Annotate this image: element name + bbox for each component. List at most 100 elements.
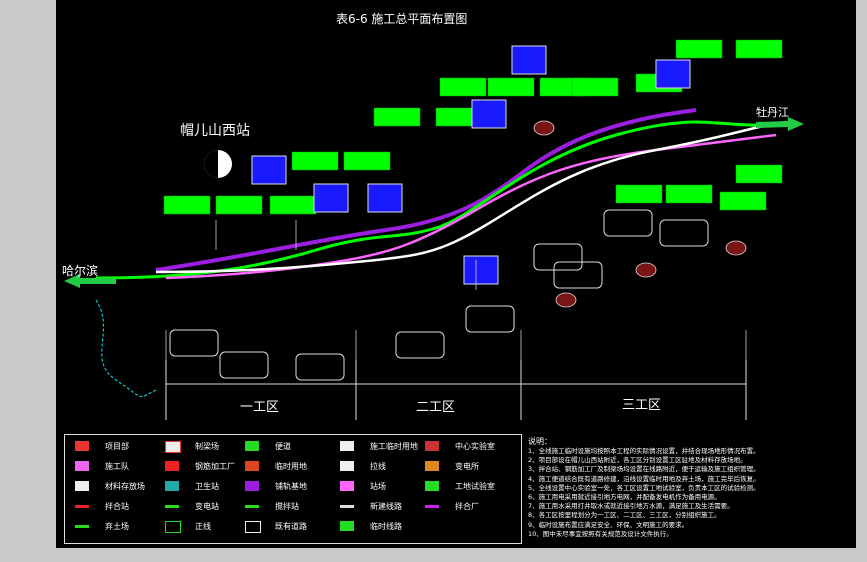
legend-swatch: [165, 461, 179, 471]
legend-swatch: [165, 441, 181, 453]
legend-swatch: [75, 505, 89, 508]
label-box: [163, 195, 211, 215]
legend-item: 中心实验室: [455, 442, 495, 451]
legend-swatch: [165, 521, 181, 533]
depot-box: [471, 99, 507, 129]
drawing-canvas: 表6-6 施工总平面布置图 帽儿山西站 哈尔滨 牡丹江 一工区 二工区 三工区 …: [56, 0, 856, 548]
legend-item: 弃土场: [105, 522, 129, 531]
label-box: [735, 39, 783, 59]
note-line: 7、施工用水采用打井取水或就近接引地方水源，满足施工及生活需要。: [528, 502, 734, 511]
legend-swatch: [340, 481, 354, 491]
legend-item: 拌合站: [105, 502, 129, 511]
legend-item: 临时用地: [275, 462, 307, 471]
legend-item: 工地试验室: [455, 482, 495, 491]
depot-box: [655, 59, 691, 89]
legend-item: 拌合厂: [455, 502, 479, 511]
legend-swatch: [75, 461, 89, 471]
callout-box: [533, 243, 583, 271]
label-box: [343, 151, 391, 171]
callout-box: [659, 219, 709, 247]
depot-box: [313, 183, 349, 213]
note-line: 5、全线设置中心实验室一处，各工区设置工地试验室，负责本工区的试验检测。: [528, 483, 760, 492]
label-box: [291, 151, 339, 171]
legend-swatch: [340, 521, 354, 531]
note-line: 1、全线施工临时设施均按照本工程的实际情况设置，并结合现场地形情况布置。: [528, 447, 760, 455]
legend-swatch: [75, 481, 89, 491]
legend-item: 搅拌站: [275, 502, 299, 511]
legend-swatch: [425, 461, 439, 471]
zone-label-3: 三工区: [622, 398, 662, 413]
label-box: [269, 195, 317, 215]
label-box: [215, 195, 263, 215]
legend-item: 钢筋加工厂: [195, 462, 235, 471]
callout-box: [465, 305, 515, 333]
note-line: 2、项目部设在帽儿山西站附近，各工区分别设置工区驻地及材料存放场地。: [528, 456, 747, 465]
zone-label-1: 一工区: [240, 400, 280, 415]
label-box: [665, 184, 713, 204]
callout-box: [553, 261, 603, 289]
legend-swatch: [245, 461, 259, 471]
label-box: [675, 39, 723, 59]
note-line: 8、各工区按里程划分为一工区、二工区、三工区，分别组织施工。: [528, 511, 721, 520]
label-box: [571, 77, 619, 97]
main-line: [155, 120, 787, 274]
depot-box: [511, 45, 547, 75]
note-line: 4、施工便道结合既有道路修建，沿线设置临时用地及弃土场，施工完毕后恢复。: [528, 474, 760, 483]
legend-item: 新建线路: [370, 502, 402, 511]
callout-box: [295, 353, 345, 381]
depot-box: [463, 255, 499, 285]
legend-item: 材料存放场: [105, 482, 145, 491]
borrow-pit: [635, 262, 657, 278]
zone-label-2: 二工区: [416, 400, 456, 415]
label-box: [719, 191, 767, 211]
legend-item: 变电站: [195, 502, 219, 511]
legend-swatch: [75, 441, 89, 451]
notes-panel: 说明： 1、全线施工临时设施均按照本工程的实际情况设置，并结合现场地形情况布置。…: [528, 436, 850, 544]
label-box: [487, 77, 535, 97]
river-line: [95, 299, 157, 398]
legend-swatch: [340, 441, 354, 451]
note-line: 9、临时设施布置应满足安全、环保、文明施工的要求。: [528, 520, 689, 529]
borrow-pit: [555, 292, 577, 308]
callout-box: [603, 209, 653, 237]
note-line: 6、施工用电采用就近接引地方电网，并配备发电机作为备用电源。: [528, 493, 721, 502]
legend-item: 铺轨基地: [275, 482, 307, 491]
drawing-title: 表6-6 施工总平面布置图: [336, 12, 468, 26]
legend-swatch: [425, 441, 439, 451]
legend-item: 项目部: [105, 442, 129, 451]
legend-swatch: [75, 525, 89, 528]
legend-swatch: [245, 441, 259, 451]
legend-swatch: [245, 505, 259, 508]
legend-swatch: [165, 481, 179, 491]
callout-box: [395, 331, 445, 359]
arrow-right: [756, 117, 804, 131]
callout-box: [169, 329, 219, 357]
depot-box: [251, 155, 287, 185]
city-right-label: 牡丹江: [756, 106, 789, 119]
legend-item: 施工临时用地: [370, 442, 418, 451]
legend-swatch: [245, 481, 259, 491]
legend-swatch: [245, 521, 261, 533]
depot-box: [367, 183, 403, 213]
legend-item: 制梁场: [195, 442, 219, 451]
legend-item: 正线: [195, 522, 211, 531]
note-line: 10、图中未尽事宜按照有关规范及设计文件执行。: [528, 529, 673, 538]
label-box: [373, 107, 421, 127]
legend: 项目部 施工队 材料存放场 拌合站 弃土场 制梁场 钢筋加工厂 卫生站 变电站 …: [64, 434, 522, 544]
legend-swatch: [340, 461, 354, 471]
label-box: [735, 164, 783, 184]
legend-item: 拉线: [370, 462, 386, 471]
legend-item: 变电所: [455, 462, 479, 471]
legend-swatch: [340, 505, 354, 508]
legend-item: 既有道路: [275, 522, 307, 531]
legend-item: 便道: [275, 442, 291, 451]
station-label: 帽儿山西站: [180, 123, 250, 139]
legend-item: 临时线路: [370, 522, 402, 531]
new-line: [95, 120, 787, 280]
callout-box: [219, 351, 269, 379]
label-box: [615, 184, 663, 204]
legend-swatch: [425, 481, 439, 491]
arrow-left: [64, 274, 116, 288]
legend-item: 站场: [370, 482, 386, 491]
site-layout-map: [64, 39, 804, 420]
